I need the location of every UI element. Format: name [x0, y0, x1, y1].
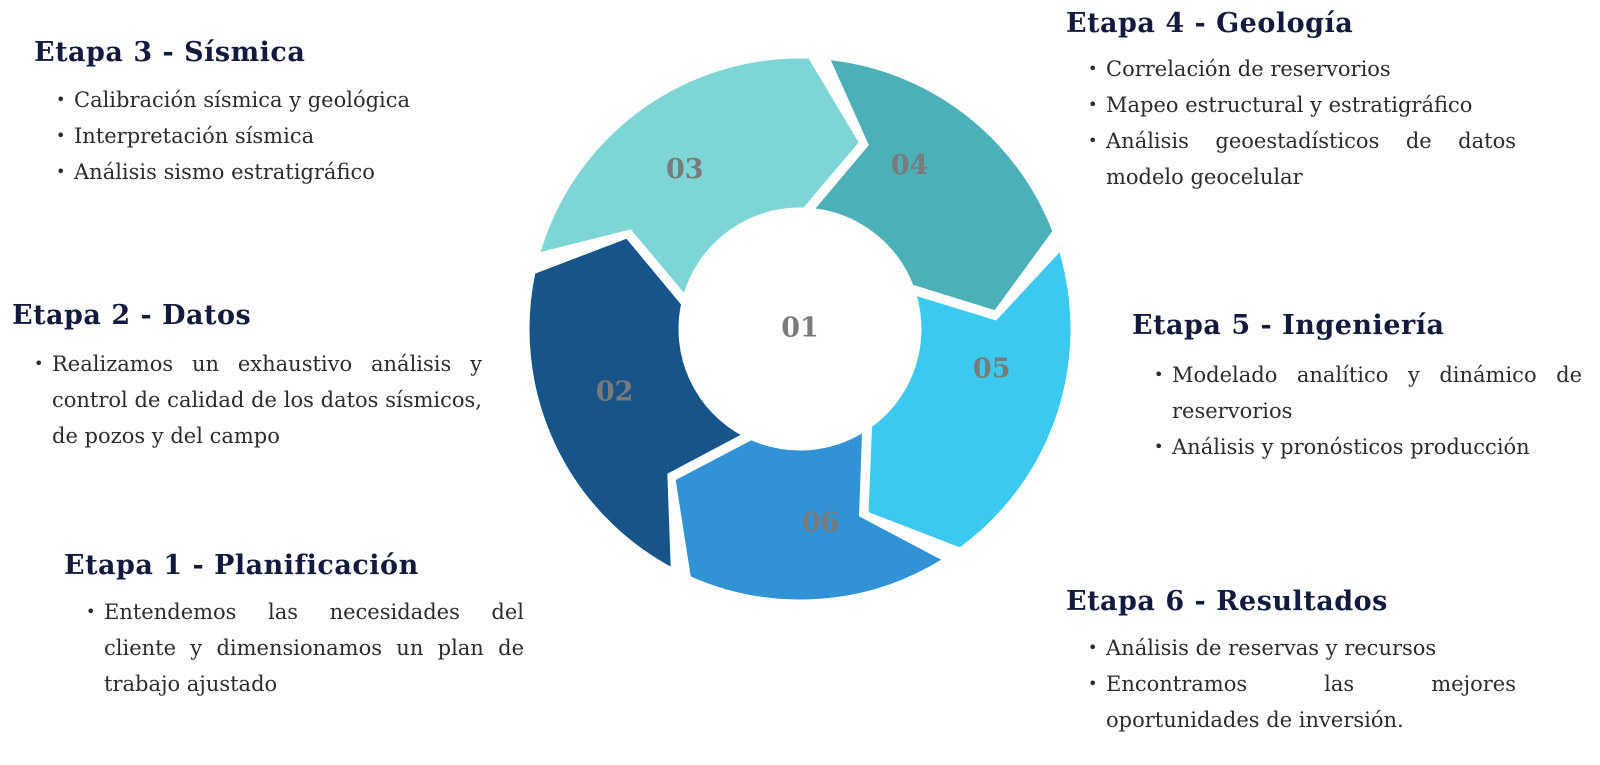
segments-group [526, 55, 1074, 603]
center-label: 01 [781, 313, 819, 344]
bullet-icon: • [1088, 131, 1098, 150]
stage-1-title: Etapa 1 - Planificación [64, 550, 419, 581]
stage-3-item: •Calibración sísmica y geológica [54, 82, 454, 118]
segment-labels: 02 03 04 05 06 [596, 150, 1011, 538]
bullet-icon: • [56, 126, 66, 145]
cycle-segment-06 [672, 427, 948, 603]
stage-5-list: •Modelado analítico y dinámico de reserv… [1152, 357, 1582, 465]
stage-1-item: •Entendemos las necesidades del cliente … [84, 594, 524, 702]
cycle-segment-05 [865, 246, 1074, 551]
bullet-icon: • [1088, 638, 1098, 657]
cycle-segment-04 [809, 56, 1056, 314]
stage-3-block: Etapa 3 - Sísmica •Calibración sísmica y… [34, 37, 454, 190]
stage-4-item: •Análisis geoestadísticos de datos model… [1086, 123, 1516, 195]
bullet-icon: • [56, 162, 66, 181]
stage-5-item: •Análisis y pronósticos producción [1152, 429, 1582, 465]
segment-label-03: 03 [666, 154, 704, 185]
cycle-segment-03 [536, 55, 863, 300]
stage-2-title: Etapa 2 - Datos [12, 300, 252, 331]
stage-6-item: •Análisis de reservas y recursos [1086, 630, 1516, 666]
stage-2-block: Etapa 2 - Datos •Realizamos un exhaustiv… [12, 300, 482, 454]
stage-5-block: Etapa 5 - Ingeniería •Modelado analítico… [1132, 310, 1592, 465]
stage-2-item: •Realizamos un exhaustivo análisis y con… [32, 346, 482, 454]
stage-5-item: •Modelado analítico y dinámico de reserv… [1152, 357, 1582, 429]
stage-6-item: •Encontramos las mejores oportunidades d… [1086, 666, 1516, 738]
bullet-icon: • [86, 602, 96, 621]
stage-3-item: •Interpretación sísmica [54, 118, 454, 154]
cycle-segment-02 [526, 235, 747, 572]
stage-2-list: •Realizamos un exhaustivo análisis y con… [32, 346, 482, 454]
bullet-icon: • [1154, 437, 1164, 456]
bullet-icon: • [1088, 59, 1098, 78]
segment-label-02: 02 [596, 376, 634, 407]
stage-6-list: •Análisis de reservas y recursos •Encont… [1086, 630, 1516, 738]
bullet-icon: • [1088, 95, 1098, 114]
bullet-icon: • [1154, 365, 1164, 384]
stage-3-title: Etapa 3 - Sísmica [34, 37, 306, 68]
stage-4-list: •Correlación de reservorios •Mapeo estru… [1086, 51, 1516, 195]
bullet-icon: • [1088, 674, 1098, 693]
stage-5-title: Etapa 5 - Ingeniería [1132, 310, 1445, 341]
stage-3-list: •Calibración sísmica y geológica •Interp… [54, 82, 454, 190]
stage-6-block: Etapa 6 - Resultados •Análisis de reserv… [1066, 586, 1526, 738]
segment-label-06: 06 [802, 507, 840, 538]
segment-label-04: 04 [891, 150, 929, 181]
stage-1-list: •Entendemos las necesidades del cliente … [84, 594, 524, 702]
bullet-icon: • [56, 90, 66, 109]
bullet-icon: • [34, 354, 44, 373]
segment-label-05: 05 [973, 353, 1011, 384]
stage-4-item: •Mapeo estructural y estratigráfico [1086, 87, 1516, 123]
stage-3-item: •Análisis sismo estratigráfico [54, 154, 454, 190]
stage-1-block: Etapa 1 - Planificación •Entendemos las … [64, 550, 524, 702]
stage-6-title: Etapa 6 - Resultados [1066, 586, 1388, 617]
stage-4-block: Etapa 4 - Geología •Correlación de reser… [1066, 8, 1526, 195]
stage-4-title: Etapa 4 - Geología [1066, 8, 1354, 39]
stage-4-item: •Correlación de reservorios [1086, 51, 1516, 87]
